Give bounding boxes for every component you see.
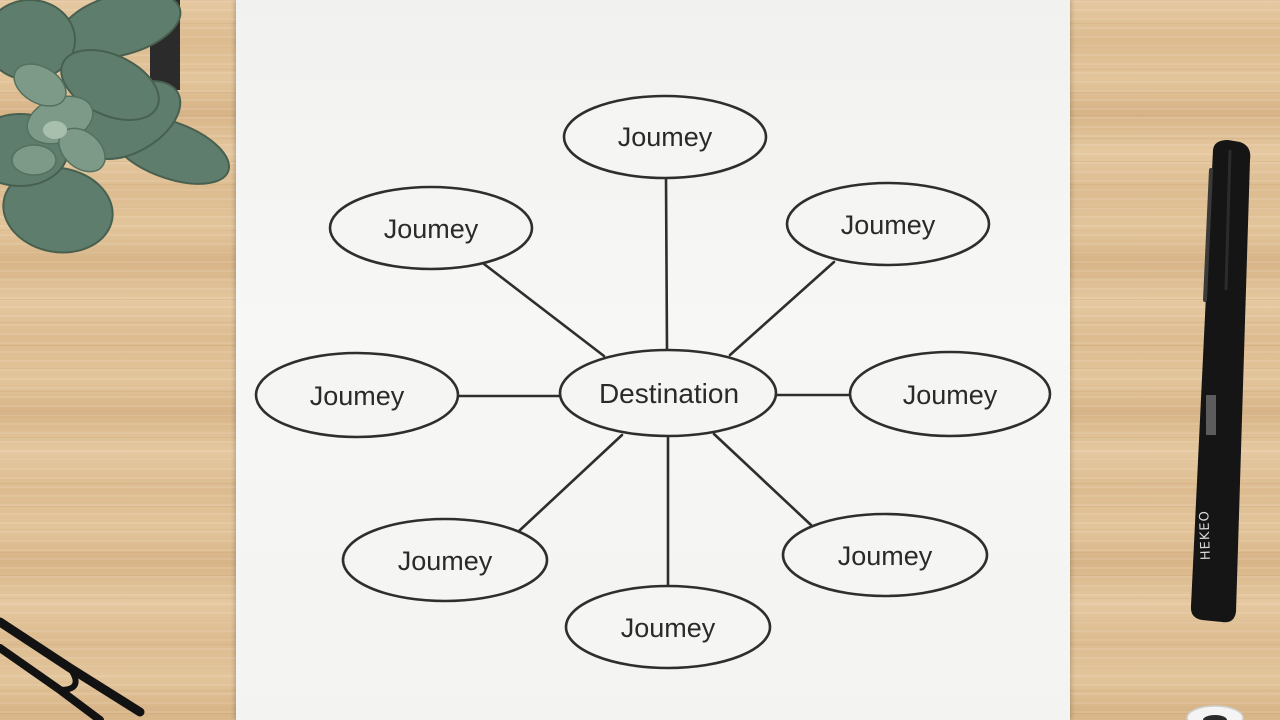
edge-node-1 [664,176,669,352]
node-top: Joumey [562,94,768,180]
pen-imprint: HEKEO [1197,510,1214,560]
edge-node-2 [482,262,606,358]
edge-node-3 [728,260,836,357]
eyeglasses-icon [0,617,145,720]
node-upper-right-label: Joumey [841,210,936,240]
node-bottom: Joumey [564,584,772,670]
node-lower-right-label: Joumey [838,541,933,571]
node-upper-left: Joumey [328,185,534,271]
node-right: Joumey [848,350,1052,438]
center-node-label: Destination [599,378,739,409]
edges [456,176,852,588]
node-left-label: Joumey [310,381,405,411]
node-top-label: Joumey [618,122,713,152]
node-upper-right: Joumey [785,181,991,267]
round-object-icon [1186,705,1244,720]
succulent-plant-icon [0,0,231,254]
node-upper-left-label: Joumey [384,214,479,244]
edge-node-8 [712,432,813,527]
node-lower-right: Joumey [781,512,989,598]
pen-icon: HEKEO [1190,140,1251,623]
node-bottom-label: Joumey [621,613,716,643]
node-lower-left-label: Joumey [398,546,493,576]
node-lower-left: Joumey [341,517,549,603]
node-left: Joumey [254,351,460,439]
node-right-label: Joumey [903,380,998,410]
center-node: Destination [558,348,778,438]
edge-node-6 [517,433,624,533]
